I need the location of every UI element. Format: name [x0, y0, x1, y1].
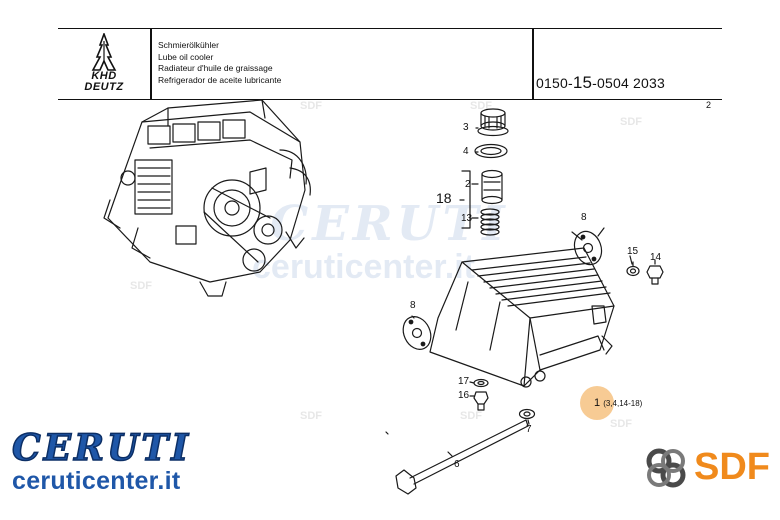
title-de: Schmierölkühler	[158, 40, 219, 50]
callout-7: 7	[526, 424, 532, 435]
part-1-oil-cooler	[429, 247, 615, 388]
part-17-washer	[473, 378, 489, 388]
title-en: Lube oil cooler	[158, 51, 214, 62]
logo-deutz: DEUTZ	[84, 81, 124, 93]
callout-13: 13	[461, 213, 473, 224]
engine-illustration	[103, 99, 311, 297]
sdf-watermark: SDF	[460, 410, 482, 422]
title-block: KHD DEUTZ Schmierölkühler Lube oil coole…	[58, 28, 722, 100]
part-8-gasket-right	[573, 227, 605, 266]
part-6-long-bolt	[395, 419, 529, 495]
callout-6: 6	[454, 459, 460, 470]
callout-3: 3	[463, 122, 469, 133]
ceruti-logo: CERUTI	[11, 427, 192, 469]
part-7-washer	[518, 408, 536, 420]
group-bracket-18	[461, 170, 471, 229]
part-number: 0150-15-0504 2033	[536, 73, 665, 93]
sdf-watermark: SDF	[130, 280, 152, 292]
title-fr: Radiateur d'huile de graissage	[158, 63, 273, 73]
divider	[150, 29, 152, 99]
callout-leader	[469, 381, 475, 397]
part-title-list: Schmierölkühler Lube oil cooler Radiateu…	[158, 40, 281, 86]
title-es: Refrigerador de aceite lubricante	[158, 74, 282, 85]
ceruti-watermark: CERUTI	[270, 196, 509, 252]
callout-leader	[629, 255, 633, 265]
sdf-watermark: SDF	[300, 410, 322, 422]
part-number-group: 15	[572, 73, 593, 92]
callout-leader	[527, 419, 530, 425]
part-1-number: 1	[594, 397, 601, 409]
callout-leader	[447, 451, 453, 457]
sdf-swirl-icon	[646, 448, 686, 488]
sdf-watermark: SDF	[610, 418, 632, 430]
part-number-suffix: -0504 2033	[592, 75, 665, 91]
callout-18: 18	[436, 190, 452, 206]
callout-8-left: 8	[410, 300, 416, 311]
callout-2: 2	[465, 179, 471, 190]
part-1-components: (3,4,14-18)	[603, 399, 643, 408]
callout-15: 15	[627, 246, 639, 257]
callout-leader	[571, 231, 583, 241]
divider	[532, 29, 534, 99]
sdf-watermark: SDF	[300, 100, 322, 112]
callout-16: 16	[458, 390, 470, 401]
ceruticenter-watermark: ceruticenter.it	[252, 248, 475, 286]
part-2-valve	[481, 169, 503, 205]
part-4-seal-ring	[474, 143, 508, 159]
sdf-watermark: SDF	[470, 100, 492, 112]
part-3-plug	[477, 108, 509, 137]
part-16-plug	[473, 391, 489, 411]
part-1-reference: 1 (3,4,14-18)	[594, 397, 642, 409]
ceruticenter-link[interactable]: ceruticenter.it	[12, 467, 181, 495]
highlight-marker	[580, 386, 614, 420]
part-number-prefix: 0150-	[536, 75, 573, 91]
sdf-watermark: SDF	[620, 116, 642, 128]
callout-14: 14	[650, 252, 662, 263]
part-13-spring	[480, 208, 500, 236]
callout-leader	[471, 127, 479, 219]
part-8-gasket-left	[402, 315, 432, 350]
deutz-tower-icon	[91, 33, 117, 71]
part-14-screw-plug	[646, 259, 664, 285]
callout-8-right: 8	[581, 212, 587, 223]
callout-4: 4	[463, 146, 469, 157]
logo-khd: KHD	[91, 70, 117, 82]
stray-mark	[385, 431, 389, 435]
sdf-logo-text: SDF	[694, 446, 770, 488]
callout-17: 17	[458, 376, 470, 387]
page-number: 2	[706, 100, 712, 110]
khd-deutz-logo: KHD DEUTZ	[58, 31, 150, 97]
part-15-washer	[626, 261, 640, 277]
